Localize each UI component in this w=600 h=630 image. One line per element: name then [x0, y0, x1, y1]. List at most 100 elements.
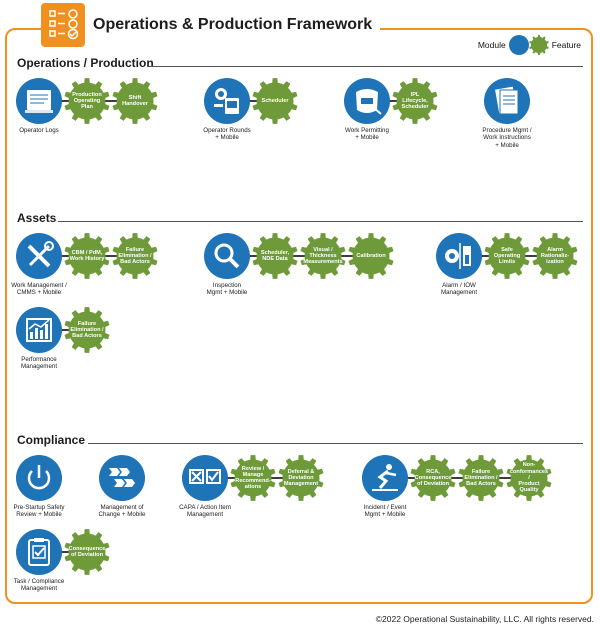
feature-label: Failure Elimination / Bad Actors [70, 320, 104, 340]
module-connector-line [227, 255, 371, 257]
feature-gear[interactable]: IPL Lifecycle, Scheduler [392, 78, 438, 124]
module-circle[interactable] [484, 78, 530, 124]
module-label: Performance Management [20, 356, 58, 371]
module-circle[interactable] [16, 455, 62, 501]
title-box: Operations & Production Framework [85, 14, 381, 36]
feature-label: Failure Elimination / Bad Actors [118, 246, 152, 266]
section-title-operations: Operations / Production [17, 56, 154, 70]
gear-icon [484, 233, 530, 279]
feature-gear[interactable]: Shift Handover [112, 78, 158, 124]
section-rule-assets [58, 221, 583, 222]
module-label: Task / Compliance Management [13, 578, 65, 593]
feature-gear[interactable]: Alarm Rationaliz- ization [532, 233, 578, 279]
gear-icon [348, 233, 394, 279]
module-circle[interactable] [436, 233, 482, 279]
page-title: Operations & Production Framework [93, 16, 373, 33]
module-circle[interactable] [344, 78, 390, 124]
gear-icon [112, 78, 158, 124]
feature-label: Calibration [356, 252, 386, 259]
gear-icon [252, 233, 298, 279]
copyright: ©2022 Operational Sustainability, LLC. A… [375, 614, 594, 624]
feature-gear[interactable]: Deferral & Deviation Management [278, 455, 324, 501]
module-connector-line [39, 329, 87, 331]
feature-label: RCA, Consequence of Deviation [414, 468, 452, 488]
module-circle[interactable] [16, 233, 62, 279]
feature-gear[interactable]: CBM / PdM, Work History [64, 233, 110, 279]
feature-label: Scheduler [261, 97, 289, 104]
gear-icon [532, 233, 578, 279]
feature-gear[interactable]: Review / Manage Recommend- ations [230, 455, 276, 501]
gear-icon [112, 233, 158, 279]
gear-icon [64, 529, 110, 575]
module-circle[interactable] [16, 529, 62, 575]
feature-gear[interactable]: Scheduler, NDE Data [252, 233, 298, 279]
feature-gear[interactable]: Failure Elimination / Bad Actors [112, 233, 158, 279]
section-title-compliance: Compliance [17, 433, 86, 447]
feature-gear[interactable]: Visual / Thickness Measurements [300, 233, 346, 279]
module-label: Alarm / IOW Management [440, 282, 478, 297]
feature-label: Failure Elimination / Bad Actors [464, 468, 498, 488]
feature-label: CBM / PdM, Work History [69, 249, 105, 262]
feature-label: Visual / Thickness Measurements [303, 246, 343, 266]
feature-gear[interactable]: Calibration [348, 233, 394, 279]
module-circle[interactable] [204, 233, 250, 279]
gear-icon [392, 78, 438, 124]
gear-icon [230, 455, 276, 501]
module-label: Procedure Mgmt / Work Instructions + Mob… [482, 127, 532, 149]
feature-label: Safe Operating Limits [493, 246, 521, 266]
module-circle[interactable] [204, 78, 250, 124]
feature-label: Non- conformances / Product Quality [509, 462, 549, 494]
feature-label: Alarm Rationaliz- ization [540, 246, 570, 266]
feature-gear[interactable]: RCA, Consequence of Deviation [410, 455, 456, 501]
legend: Module Feature [475, 34, 584, 56]
module-circle[interactable] [362, 455, 408, 501]
feature-label: Production Operating Plan [72, 91, 102, 111]
feature-gear[interactable]: Non- conformances / Product Quality [506, 455, 552, 501]
section-rule-operations [147, 66, 583, 67]
module-circle[interactable] [99, 455, 145, 501]
module-circle[interactable] [16, 78, 62, 124]
feature-gear[interactable]: Failure Elimination / Bad Actors [458, 455, 504, 501]
feature-label: Scheduler, NDE Data [260, 249, 290, 262]
feature-gear[interactable]: Production Operating Plan [64, 78, 110, 124]
module-connector-line [39, 551, 87, 553]
feature-label: Consequence of Deviation [68, 545, 106, 558]
legend-feature-label: Feature [551, 40, 581, 50]
gear-icon [506, 455, 552, 501]
legend-feature-gear-icon [528, 35, 549, 55]
gear-icon [252, 78, 298, 124]
gear-icon [64, 78, 110, 124]
section-title-assets: Assets [17, 211, 57, 225]
module-label: Work Management / CMMS + Mobile [11, 282, 67, 297]
module-connector-line [227, 100, 275, 102]
feature-label: Review / Manage Recommend- ations [235, 465, 271, 491]
gear-icon [278, 455, 324, 501]
module-label: Pre-Startup Safety Review + Mobile [13, 504, 65, 519]
feature-gear[interactable]: Failure Elimination / Bad Actors [64, 307, 110, 353]
module-connector-line [385, 477, 529, 479]
legend-module-swatch [508, 35, 529, 55]
feature-gear[interactable]: Scheduler [252, 78, 298, 124]
gear-icon [300, 233, 346, 279]
gear-shape [528, 35, 549, 55]
module-circle[interactable] [182, 455, 228, 501]
gear-icon [64, 307, 110, 353]
module-label: Operator Logs [19, 127, 59, 134]
gear-icon [410, 455, 456, 501]
section-rule-compliance [88, 443, 583, 444]
module-label: Management of Change + Mobile [98, 504, 146, 519]
module-label: Incident / Event Mgmt + Mobile [363, 504, 407, 519]
gear-icon [458, 455, 504, 501]
module-label: Work Permitting + Mobile [345, 127, 389, 142]
gear-icon [64, 233, 110, 279]
feature-label: IPL Lifecycle, Scheduler [401, 91, 429, 111]
module-label: Operator Rounds + Mobile [203, 127, 251, 142]
module-connector-line [367, 100, 415, 102]
feature-gear[interactable]: Consequence of Deviation [64, 529, 110, 575]
feature-label: Deferral & Deviation Management [283, 468, 319, 488]
framework-logo [41, 3, 85, 47]
legend-module-label: Module [477, 40, 506, 50]
module-circle[interactable] [16, 307, 62, 353]
feature-gear[interactable]: Safe Operating Limits [484, 233, 530, 279]
feature-label: Shift Handover [122, 94, 148, 107]
